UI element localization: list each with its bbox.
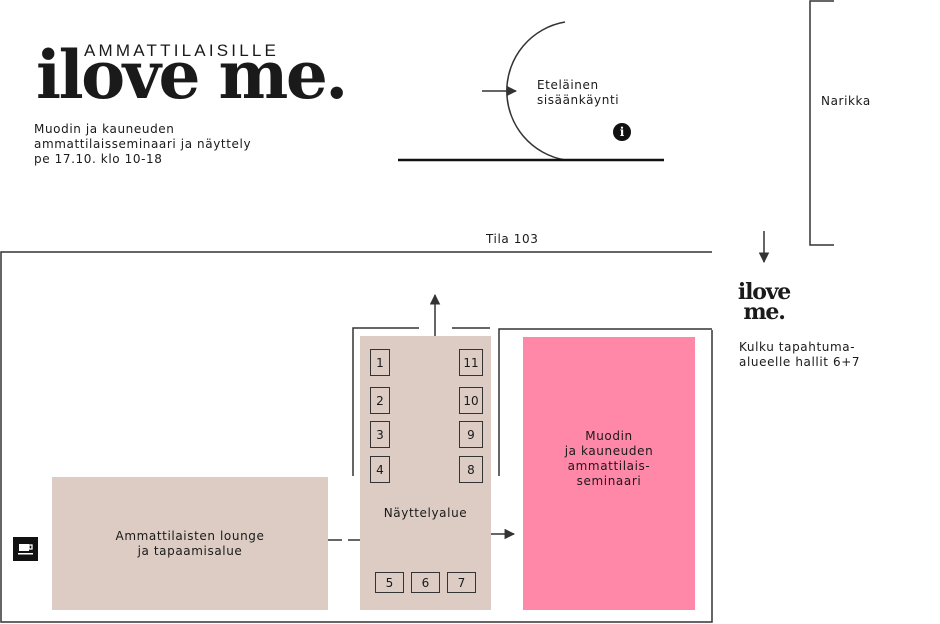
booth-1[interactable]: 1 (370, 349, 390, 376)
cloakroom-label: Narikka (821, 94, 871, 108)
room-label: Tila 103 (486, 232, 539, 246)
intro-text: Muodin ja kauneuden ammattilaisseminaari… (34, 122, 252, 166)
booth-10[interactable]: 10 (459, 387, 483, 414)
corridor-wall-left (352, 327, 419, 476)
lounge-area[interactable]: Ammattilaisten lounge ja tapaamisalue (52, 477, 328, 610)
booth-9[interactable]: 9 (459, 421, 483, 448)
room-outline (0, 251, 713, 623)
exhibition-label: Näyttelyalue (383, 506, 468, 520)
exit-note: Kulku tapahtuma- alueelle hallit 6+7 (739, 340, 861, 369)
small-ilove-me-logo: ilove me. (737, 279, 791, 325)
booth-4[interactable]: 4 (370, 456, 390, 483)
entrance-label: Eteläinen sisäänkäynti (537, 78, 620, 107)
corridor-wall-right (498, 328, 712, 476)
booth-6[interactable]: 6 (411, 572, 440, 593)
info-icon[interactable]: i (613, 123, 631, 141)
cloakroom-bracket (809, 0, 834, 246)
coffee-cup-icon (13, 537, 38, 561)
seminar-area[interactable]: Muodin ja kauneuden ammattilais- seminaa… (523, 337, 695, 610)
ilove-me-logo: ilove me. (36, 36, 348, 114)
booth-7[interactable]: 7 (447, 572, 476, 593)
booth-2[interactable]: 2 (370, 387, 390, 414)
logo-eyebrow: AMMATTILAISILLE (84, 41, 280, 60)
booth-8[interactable]: 8 (459, 456, 483, 483)
booth-3[interactable]: 3 (370, 421, 390, 448)
booth-11[interactable]: 11 (459, 349, 483, 376)
booth-5[interactable]: 5 (375, 572, 404, 593)
exhibition-area[interactable] (360, 336, 491, 610)
